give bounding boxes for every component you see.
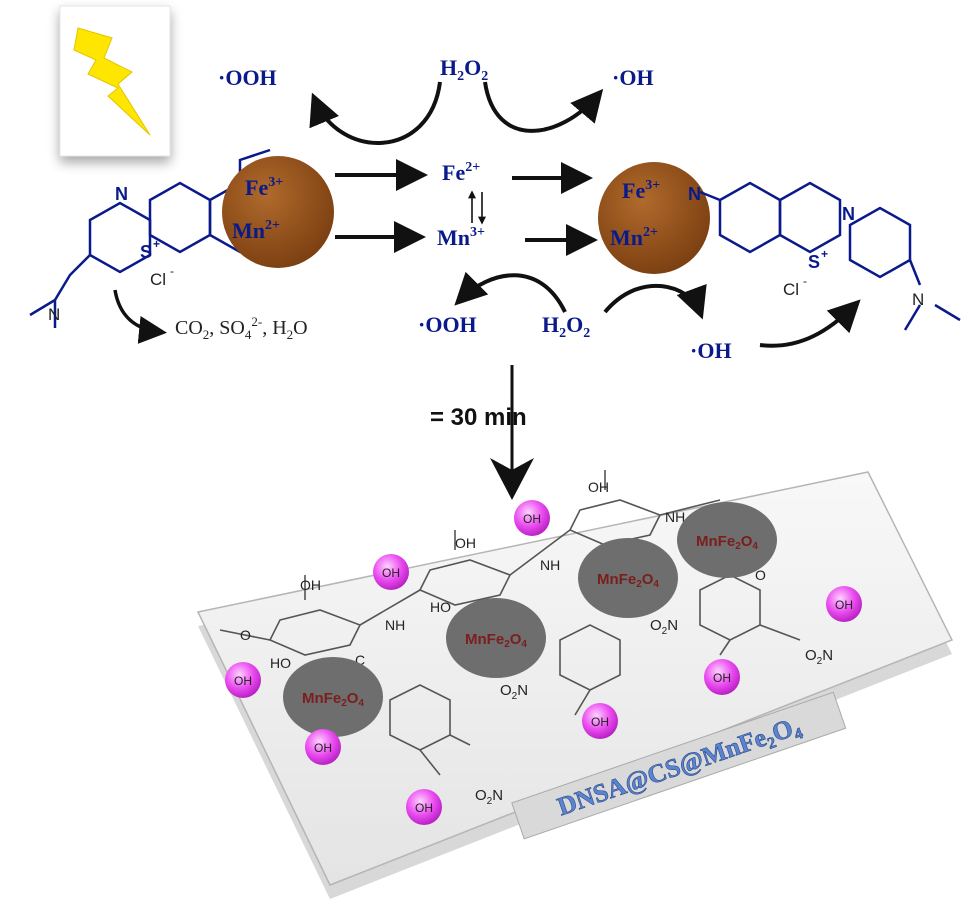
dye-right-n2-label: N — [842, 204, 855, 224]
dye-left-cl-charge: - — [170, 264, 174, 278]
svg-text:OH: OH — [234, 674, 252, 688]
hydroxyl-sphere-8: OH — [406, 789, 442, 825]
right-bimetal-particle — [598, 162, 710, 274]
mnfe2o4-particle-3: MnFe2O4 — [446, 598, 546, 678]
ooh-radical-top: ·OOH — [218, 65, 277, 90]
struct-o2n-4: O2N — [805, 647, 833, 667]
hydroxyl-sphere-4: OH — [225, 662, 261, 698]
hydroxyl-sphere-5: OH — [704, 659, 740, 695]
center-fe-ion: Fe2+ — [442, 160, 480, 185]
svg-text:OH: OH — [415, 801, 433, 815]
right-particle-mn: Mn2+ — [610, 225, 658, 250]
svg-text:MnFe2O4: MnFe2O4 — [465, 631, 527, 650]
svg-text:MnFe2O4: MnFe2O4 — [696, 533, 758, 552]
h2o2-bottom-label: H2O2 — [542, 312, 590, 341]
oh-radical-top: ·OH — [612, 65, 654, 90]
struct-oh-3: OH — [588, 479, 609, 495]
svg-text:MnFe2O4: MnFe2O4 — [597, 571, 659, 590]
svg-text:OH: OH — [382, 566, 400, 580]
struct-nh-3: NH — [665, 509, 685, 525]
struct-o-1: O — [240, 627, 251, 643]
methylene-blue-right — [699, 181, 961, 331]
h2o2-top-label: H2O2 — [440, 55, 488, 84]
lightning-bolt-icon — [73, 27, 151, 136]
time-label: = 30 min — [430, 404, 527, 431]
dye-right-nme2-label: N — [912, 290, 924, 309]
light-source-box — [59, 5, 171, 157]
hydroxyl-sphere-2: OH — [373, 554, 409, 590]
chitosan-structure — [219, 470, 801, 776]
hydroxyl-sphere-7: OH — [305, 729, 341, 765]
hydroxyl-sphere-6: OH — [582, 703, 618, 739]
mnfe2o4-particle-4: MnFe2O4 — [283, 657, 383, 737]
svg-text:OH: OH — [713, 671, 731, 685]
ooh-radical-bottom: ·OOH — [418, 312, 477, 337]
struct-c-1: C — [355, 652, 365, 668]
right-particle-fe: Fe3+ — [622, 178, 660, 203]
left-bimetal-particle — [222, 156, 334, 268]
struct-oh-2: OH — [455, 535, 476, 551]
methylene-blue-left — [29, 148, 272, 328]
mnfe2o4-particle-1: MnFe2O4 — [677, 502, 777, 578]
mnfe2o4-particle-2: MnFe2O4 — [578, 538, 678, 618]
dye-right-n-label: N — [688, 184, 701, 204]
struct-o2n-2: O2N — [500, 682, 528, 702]
degradation-products: CO2, SO42-, H2O — [175, 314, 308, 342]
dye-left-s-label: S — [140, 242, 152, 262]
left-particle-mn: Mn2+ — [232, 218, 280, 243]
struct-nh-1: NH — [385, 617, 405, 633]
support-plate: OH OH OH NH NH NH HO HO C C O O O2N O2N … — [196, 470, 954, 899]
dye-right-s-label: S — [808, 252, 820, 272]
dye-right-cl-charge: - — [803, 274, 807, 288]
dye-right-plus-label: + — [821, 247, 828, 261]
hydroxyl-sphere-3: OH — [826, 586, 862, 622]
struct-ho-1: HO — [270, 655, 291, 671]
struct-ho-2: HO — [430, 599, 451, 615]
reaction-panel: N S + Cl - N Fe3+ Mn2+ Fe2+ Mn3+ H2O2 ·O… — [29, 5, 961, 363]
svg-text:OH: OH — [314, 741, 332, 755]
center-mn-ion: Mn3+ — [437, 225, 485, 250]
svg-text:OH: OH — [523, 512, 541, 526]
dye-right-cl-label: Cl — [783, 280, 799, 299]
struct-o2n-3: O2N — [650, 617, 678, 637]
time-arrow: = 30 min — [430, 365, 534, 500]
struct-nh-2: NH — [540, 557, 560, 573]
dye-left-cl-label: Cl — [150, 270, 166, 289]
svg-text:OH: OH — [835, 598, 853, 612]
svg-text:MnFe2O4: MnFe2O4 — [302, 690, 364, 709]
dye-left-nme2-label: N — [48, 305, 60, 324]
hydroxyl-sphere-1: OH — [514, 500, 550, 536]
struct-o2n-1: O2N — [475, 787, 503, 807]
dye-left-n-label: N — [115, 184, 128, 204]
svg-text:OH: OH — [591, 715, 609, 729]
dye-left-plus-label: + — [153, 237, 160, 251]
left-particle-fe: Fe3+ — [245, 175, 283, 200]
struct-oh-1: OH — [300, 577, 321, 593]
oh-radical-bottom: ·OH — [690, 338, 732, 363]
struct-o-2: O — [755, 567, 766, 583]
